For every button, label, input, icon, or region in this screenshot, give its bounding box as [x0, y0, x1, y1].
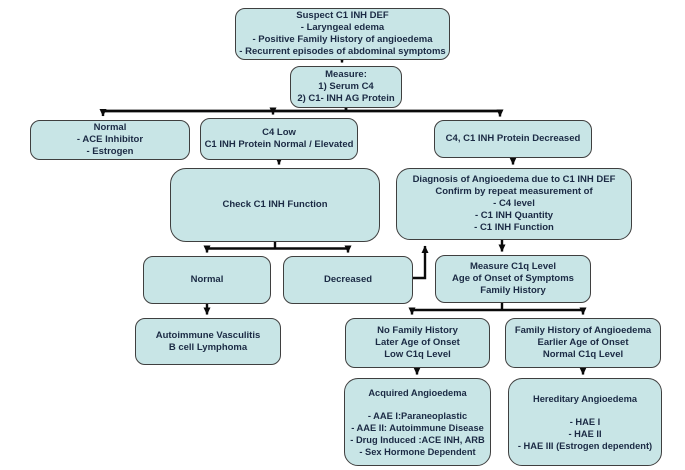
text-line: C1 INH Protein Normal / Elevated — [204, 139, 354, 150]
text-line: - C4 level — [493, 198, 535, 209]
text-line: Family History — [480, 285, 546, 296]
text-line: - Sex Hormone Dependent — [359, 446, 476, 457]
node-normal-drug-induced: Normal - ACE Inhibitor - Estrogen — [30, 120, 190, 160]
node-function-decreased: Decreased — [283, 256, 413, 304]
text-line: - Recurrent episodes of abdominal sympto… — [239, 46, 446, 57]
split-check — [207, 242, 348, 250]
node-measure-c1q-level: Measure C1q Level Age of Onset of Sympto… — [435, 255, 591, 303]
text-line: Autoimmune Vasculitis — [155, 329, 261, 341]
text-line: Measure: — [325, 69, 367, 80]
text-line: - HAE III (Estrogen dependent) — [517, 440, 653, 451]
text-line: - HAE II — [568, 428, 602, 439]
text-line: - Positive Family History of angioedema — [252, 34, 433, 45]
text-line: - AAE II: Autoimmune Disease — [351, 422, 484, 433]
text-line: Diagnosis of Angioedema due to C1 INH DE… — [412, 174, 616, 185]
text-line: Low C1q Level — [384, 349, 451, 360]
split-c1q — [412, 303, 583, 312]
text-line: - AAE I:Paraneoplastic — [367, 410, 468, 421]
text-line: Acquired Angioedema — [368, 387, 467, 398]
text-line: C4 Low — [262, 127, 296, 138]
text-line: - Laryngeal edema — [300, 22, 385, 33]
text-line: Normal — [190, 274, 224, 285]
text-line: Earlier Age of Onset — [537, 337, 629, 348]
text-line: Hereditary Angioedema — [532, 393, 638, 404]
node-c4-c1-decreased: C4, C1 INH Protein Decreased — [434, 120, 592, 158]
text-line: Normal C1q Level — [542, 349, 624, 360]
arrow-decreased-to-diagnosis — [413, 245, 429, 280]
node-family-history: Family History of Angioedema Earlier Age… — [505, 318, 661, 368]
text-line: Decreased — [323, 274, 373, 285]
text-line: Age of Onset of Symptoms — [452, 273, 574, 284]
node-autoimmune-vasculitis: Autoimmune Vasculitis B cell Lymphoma — [135, 318, 281, 365]
node-c4-low: C4 Low C1 INH Protein Normal / Elevated — [200, 118, 358, 160]
node-check-c1-inh-function: Check C1 INH Function — [170, 168, 380, 242]
text-line: Check C1 INH Function — [222, 199, 328, 210]
text-line: - C1 INH Quantity — [474, 210, 554, 221]
text-line: Normal — [93, 122, 127, 133]
node-diagnosis-angioedema: Diagnosis of Angioedema due to C1 INH DE… — [396, 168, 632, 240]
text-line: - Drug Induced :ACE INH, ARB — [350, 434, 485, 445]
text-line: Confirm by repeat measurement of — [435, 186, 593, 197]
text-line: No Family History — [377, 325, 458, 336]
node-measure-serum: Measure: 1) Serum C4 2) C1- INH AG Prote… — [290, 66, 402, 108]
text-line: - ACE Inhibitor — [76, 134, 144, 145]
node-function-normal: Normal — [143, 256, 271, 304]
text-line: 1) Serum C4 — [318, 81, 374, 92]
text-line: 2) C1- INH AG Protein — [297, 93, 395, 104]
text-line: Family History of Angioedema — [514, 325, 652, 336]
node-hereditary-angioedema: Hereditary Angioedema - HAE I - HAE II -… — [508, 378, 662, 466]
text-line: Later Age of Onset — [375, 337, 460, 348]
node-acquired-angioedema: Acquired Angioedema - AAE I:Paraneoplast… — [344, 378, 491, 466]
node-suspect-c1-inh-def: Suspect C1 INH DEF - Laryngeal edema - P… — [235, 8, 450, 60]
node-no-family-history: No Family History Later Age of Onset Low… — [345, 318, 490, 368]
text-line: - Estrogen — [86, 146, 134, 157]
text-line: - C1 INH Function — [474, 222, 554, 233]
text-line: Measure C1q Level — [469, 261, 557, 272]
text-line: C4, C1 INH Protein Decreased — [445, 133, 581, 144]
text-line: - HAE I — [569, 416, 601, 427]
text-line: B cell Lymphoma — [168, 341, 248, 353]
text-line: Suspect C1 INH DEF — [296, 10, 389, 21]
